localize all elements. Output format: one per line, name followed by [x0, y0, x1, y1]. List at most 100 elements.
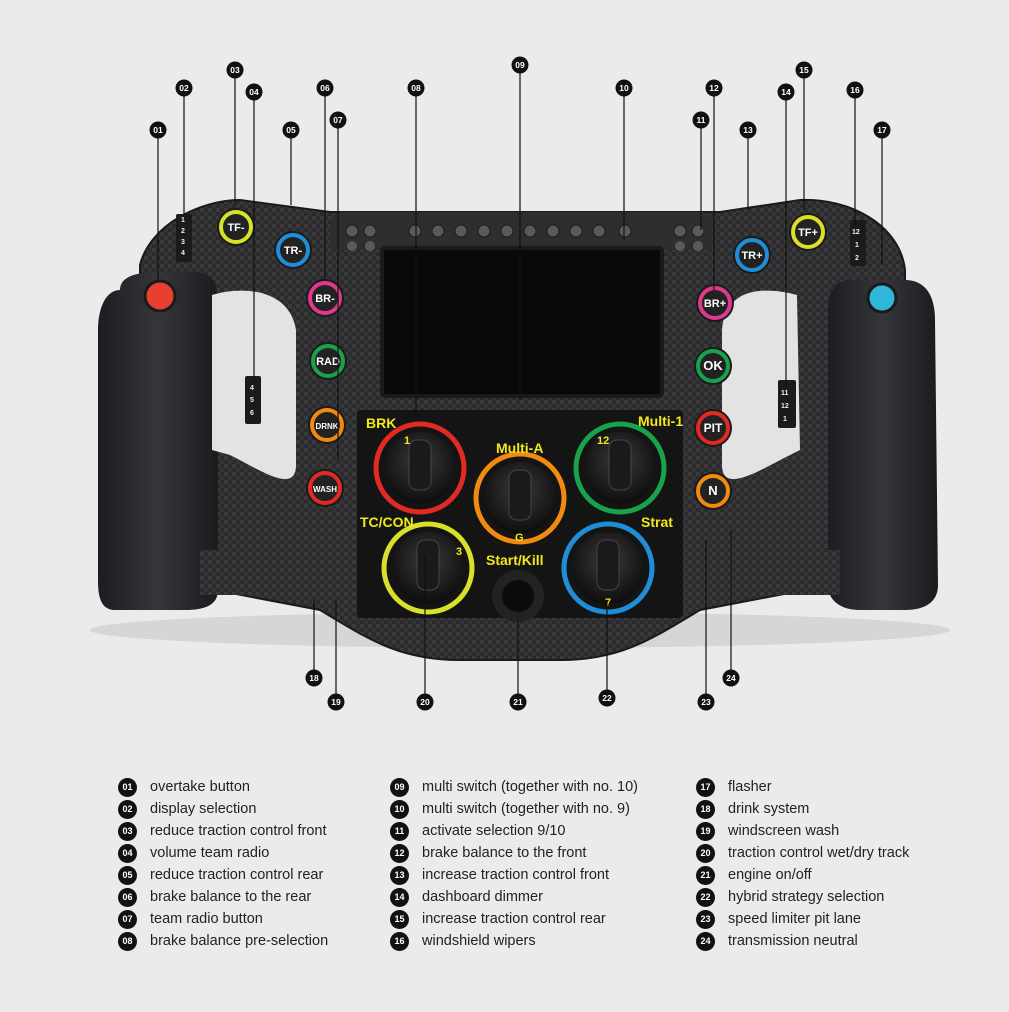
legend-number-badge: 04	[118, 843, 137, 863]
callout-marker: 06	[316, 79, 334, 97]
legend-description: drink system	[728, 801, 810, 817]
callout-number: 20	[420, 697, 430, 707]
pit-button[interactable]: PIT	[694, 409, 732, 447]
callout-number: 21	[513, 697, 523, 707]
multi-a-label: Multi-A	[496, 440, 543, 456]
ok-button[interactable]: OK	[694, 347, 732, 385]
multi-a-position: G	[515, 532, 524, 544]
shift-light-frame	[330, 212, 715, 250]
overtake-button[interactable]	[143, 279, 177, 313]
legend-number-badge: 02	[118, 799, 137, 819]
callout-number: 09	[515, 60, 525, 70]
shift-light	[523, 224, 537, 238]
multi-a-knob[interactable]	[473, 451, 567, 545]
tr-minus-button[interactable]: TR-	[274, 231, 312, 269]
rad-button[interactable]: RAD	[309, 342, 347, 380]
radio-volume-selector[interactable]: 4 5 6	[245, 376, 261, 424]
brk-knob[interactable]	[373, 421, 467, 515]
legend-description: increase traction control rear	[422, 911, 606, 927]
br-plus-button[interactable]: BR+	[696, 284, 734, 322]
shift-light	[500, 224, 514, 238]
tr-minus-label: TR-	[284, 245, 303, 257]
br-minus-label: BR-	[315, 293, 335, 305]
legend-description: increase traction control front	[422, 867, 609, 883]
callout-number: 13	[743, 125, 753, 135]
legend-description: activate selection 9/10	[422, 823, 566, 839]
legend-item: 03 reduce traction control front	[118, 820, 328, 842]
tf-minus-label: TF-	[227, 222, 244, 234]
svg-text:3: 3	[181, 239, 185, 246]
callout-marker: 02	[175, 79, 193, 97]
legend-number-badge: 15	[390, 909, 409, 929]
shift-light	[477, 224, 491, 238]
legend-description: windshield wipers	[422, 933, 536, 949]
lower-bar-right	[700, 550, 840, 595]
legend-number-badge: 12	[390, 843, 409, 863]
svg-text:5: 5	[250, 397, 254, 404]
left-grip	[98, 272, 218, 610]
strat-label: Strat	[641, 514, 673, 530]
callout-marker: 08	[407, 79, 425, 97]
wiper-selector[interactable]: 12 1 2	[850, 220, 866, 266]
callout-number: 18	[309, 673, 319, 683]
callout-number: 04	[249, 87, 259, 97]
display-selector[interactable]: 1 2 3 4	[176, 214, 192, 262]
legend-number-badge: 07	[118, 909, 137, 929]
callout-marker: 18	[305, 669, 323, 687]
tf-minus-button[interactable]: TF-	[217, 208, 255, 246]
strat-knob[interactable]	[561, 521, 655, 615]
wash-button[interactable]: WASH	[306, 469, 344, 507]
displ-label: Displ	[166, 266, 193, 276]
callout-marker: 14	[777, 83, 795, 101]
shift-light	[618, 224, 632, 238]
legend-number-badge: 20	[696, 843, 715, 863]
ok-label: OK	[703, 358, 723, 373]
legend-description: multi switch (together with no. 9)	[422, 801, 630, 817]
tc-con-knob[interactable]	[381, 521, 475, 615]
legend-number-badge: 16	[390, 931, 409, 951]
legend-number-badge: 19	[696, 821, 715, 841]
drnk-button[interactable]: DRNK	[308, 406, 346, 444]
flasher-button[interactable]	[866, 282, 898, 314]
callout-marker: 22	[598, 689, 616, 707]
callout-number: 17	[877, 125, 887, 135]
callout-number: 14	[781, 87, 791, 97]
tr-plus-button[interactable]: TR+	[733, 236, 771, 274]
legend-number-badge: 18	[696, 799, 715, 819]
callout-number: 02	[179, 83, 189, 93]
svg-text:4: 4	[250, 385, 254, 392]
callout-number: 15	[799, 65, 809, 75]
legend-number-badge: 06	[118, 887, 137, 907]
legend-description: volume team radio	[150, 845, 270, 861]
callout-number: 01	[153, 125, 163, 135]
legend-number-badge: 21	[696, 865, 715, 885]
callout-number: 23	[701, 697, 711, 707]
dimmer-selector[interactable]: 11 12 1	[778, 380, 796, 428]
callout-number: 12	[709, 83, 719, 93]
shift-light	[345, 224, 359, 238]
start-kill-button[interactable]	[492, 570, 544, 622]
br-minus-button[interactable]: BR-	[306, 279, 344, 317]
legend-item: 04 volume team radio	[118, 842, 328, 864]
legend-number-badge: 23	[696, 909, 715, 929]
multi-1-knob[interactable]	[573, 421, 667, 515]
legend-description: reduce traction control front	[150, 823, 327, 839]
multi-1-label: Multi-1	[638, 413, 683, 429]
shift-light	[363, 224, 377, 238]
callout-number: 19	[331, 697, 341, 707]
shift-light	[569, 224, 583, 238]
legend-number-badge: 03	[118, 821, 137, 841]
n-button[interactable]: N	[694, 472, 732, 510]
tf-plus-button[interactable]: TF+	[789, 213, 827, 251]
